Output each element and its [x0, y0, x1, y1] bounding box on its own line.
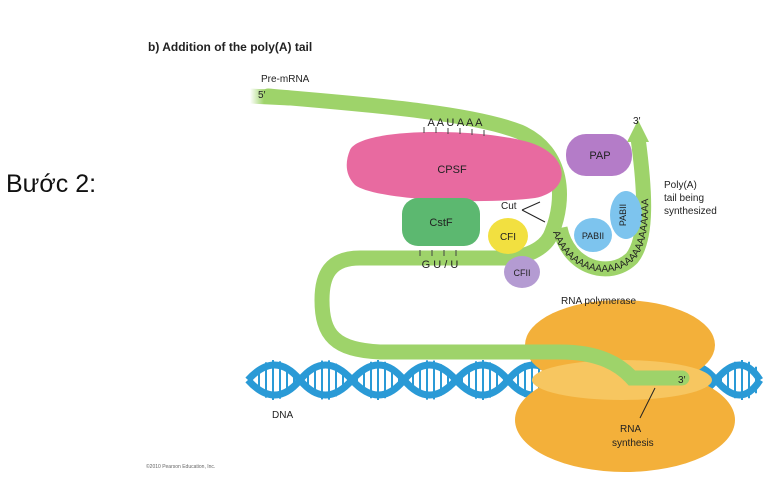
- aauaaa-base-ticks: [423, 127, 485, 136]
- tail-arrowhead: [627, 120, 649, 142]
- pre-mrna-strand: [260, 88, 690, 386]
- pabii-left-label: PABII: [582, 231, 604, 241]
- cfii-label: CFII: [514, 268, 531, 278]
- cfi-label: CFI: [500, 232, 516, 243]
- five-prime-label: 5′: [258, 90, 266, 101]
- poly-a-line1: Poly(A): [664, 180, 697, 191]
- poly-a-line2: tail being: [664, 193, 704, 204]
- pabii-protein-right: PABII: [610, 191, 642, 239]
- poly-a-line3: synthesized: [664, 206, 717, 217]
- pre-mrna-label: Pre-mRNA: [261, 74, 310, 85]
- aauaaa-label: A A U A A A: [427, 117, 483, 129]
- gu-u-label: G U / U: [422, 259, 459, 271]
- three-prime-dna-label: 3′: [678, 375, 686, 386]
- pabii-right-label: PABII: [618, 204, 628, 226]
- dna-label: DNA: [272, 410, 293, 421]
- cstf-label: CstF: [429, 217, 453, 229]
- rna-polymerase: [515, 300, 735, 472]
- cfi-protein: CFI: [488, 218, 528, 254]
- three-prime-tail-label: 3′: [633, 116, 641, 127]
- gu-base-ticks: [419, 250, 457, 256]
- cstf-protein: CstF: [402, 198, 480, 246]
- poly-a-tail: [552, 136, 652, 277]
- figure-title: b) Addition of the poly(A) tail: [148, 40, 313, 54]
- pap-protein: PAP: [566, 134, 632, 176]
- rna-polymerase-label: RNA polymerase: [561, 296, 636, 307]
- pap-label: PAP: [589, 150, 610, 162]
- pabii-protein-left: PABII: [574, 218, 612, 252]
- cfii-protein: CFII: [504, 256, 540, 288]
- cut-arrows: [521, 201, 546, 223]
- step-label: Bước 2:: [6, 170, 97, 198]
- rna-synthesis-pointer: [639, 387, 656, 419]
- cut-label: Cut: [501, 201, 517, 212]
- rna-synthesis-line1: RNA: [620, 424, 641, 435]
- rna-synthesis-line2: synthesis: [612, 438, 654, 449]
- cpsf-protein: CPSF: [346, 131, 562, 202]
- copyright-notice: ©2010 Pearson Education, Inc.: [146, 464, 216, 470]
- cpsf-label: CPSF: [437, 164, 467, 176]
